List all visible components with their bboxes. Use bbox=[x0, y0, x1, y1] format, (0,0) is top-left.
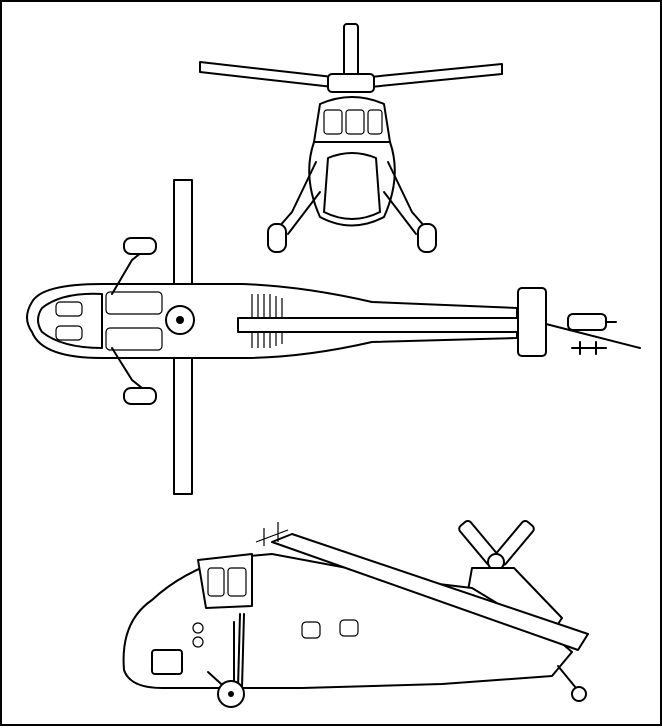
cockpit-window-side bbox=[227, 567, 247, 597]
cockpit-canopy bbox=[313, 96, 391, 143]
gear-brace-left bbox=[287, 191, 321, 235]
tail-pylon-top bbox=[517, 287, 547, 357]
rotor-blade-right bbox=[359, 63, 503, 89]
gear-strut-left bbox=[277, 161, 317, 229]
rotor-hub bbox=[327, 73, 375, 93]
gear-arm-lower bbox=[111, 347, 143, 389]
cabin-window-side bbox=[301, 621, 321, 639]
nose-panel bbox=[323, 152, 381, 220]
gear-oleo-side bbox=[237, 613, 245, 689]
folded-rotor-blade bbox=[271, 533, 589, 651]
rotor-hub-center bbox=[176, 316, 184, 324]
canopy-window bbox=[55, 325, 83, 341]
front-view bbox=[199, 23, 503, 253]
canopy-window bbox=[55, 301, 83, 317]
cockpit-window bbox=[367, 109, 383, 135]
tail-stabilizer bbox=[571, 341, 607, 355]
cabin-window-side bbox=[339, 619, 359, 637]
cabin-window-top bbox=[105, 291, 163, 315]
cockpit-window bbox=[345, 109, 365, 135]
tail-rotor-hub-top bbox=[567, 313, 607, 331]
nose-hatch bbox=[151, 649, 183, 675]
wheel-upper bbox=[123, 237, 157, 255]
tail-wheel-strut bbox=[557, 665, 577, 689]
wheel-lower bbox=[123, 387, 157, 405]
nose-canopy-top bbox=[37, 292, 103, 349]
gear-brace-right bbox=[383, 191, 417, 235]
nose-vent bbox=[192, 622, 204, 634]
rotor-fold-hinge bbox=[255, 522, 289, 546]
rotor-blade-left bbox=[199, 61, 343, 89]
cabin-window-bottom bbox=[105, 327, 163, 351]
tail-boom-line bbox=[545, 323, 641, 349]
gear-strut-right bbox=[387, 161, 427, 229]
main-wheel-hub bbox=[228, 691, 234, 697]
cockpit-window bbox=[323, 109, 343, 135]
tail-wheel bbox=[571, 686, 587, 702]
main-rotor-blade-horizontal bbox=[237, 317, 519, 333]
nose-vent bbox=[192, 636, 204, 648]
cockpit-side bbox=[197, 553, 253, 609]
wheel-left bbox=[267, 223, 287, 253]
wheel-right bbox=[417, 223, 437, 253]
side-view bbox=[122, 519, 589, 708]
top-view bbox=[26, 179, 641, 495]
cockpit-window-side bbox=[207, 567, 225, 597]
